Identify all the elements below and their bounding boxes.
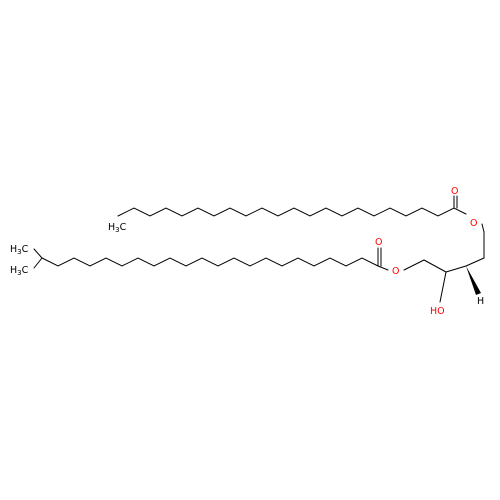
- lower-acyl-chain: [41, 257, 389, 271]
- stereo-hydrogen-label: H: [477, 296, 484, 307]
- carbonyl-oxygen-top-label: O: [451, 186, 458, 197]
- upper-acyl-chain: [117, 207, 467, 217]
- methyl-branch-upper-label: H3C: [10, 244, 29, 256]
- lower-ester-o-ch2-bond: [403, 259, 425, 271]
- chiral-center-bond: [445, 265, 467, 273]
- hydroxyl-bond: [439, 271, 447, 303]
- ch2-to-chiral-bond: [465, 257, 485, 267]
- lower-ch2-bond: [423, 259, 447, 273]
- methyl-top-label: H3C: [108, 222, 127, 234]
- ester-oxygen-top-label: O: [470, 218, 477, 229]
- carbonyl-oxygen-bottom-label: O: [375, 237, 382, 248]
- hydroxyl-label: HO: [430, 306, 445, 317]
- stereo-wedge: [466, 266, 481, 295]
- ester-oxygen-bottom-label: O: [392, 266, 399, 277]
- methyl-branch-lower-label: H3C: [10, 265, 29, 277]
- bonds: [33, 195, 485, 303]
- branch-methyl-upper-bond: [33, 248, 43, 259]
- upper-ester-o-ch2-bond: [481, 223, 485, 233]
- branch-methyl-lower-bond: [33, 257, 43, 269]
